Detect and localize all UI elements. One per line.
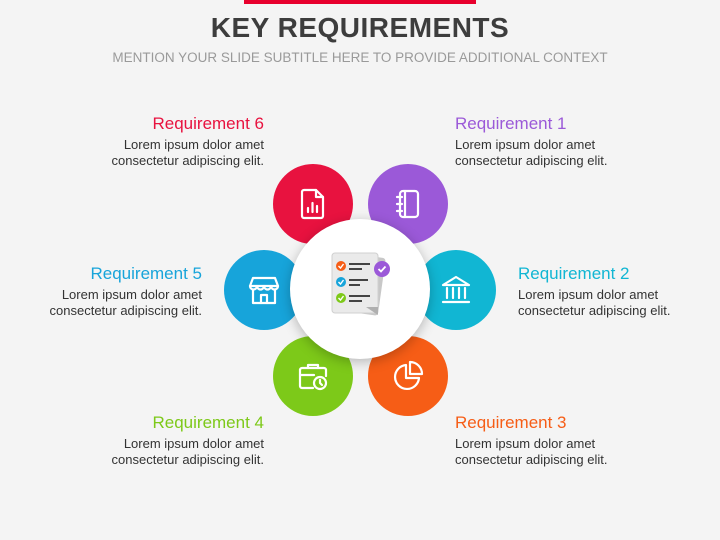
top-accent-bar	[244, 0, 476, 4]
requirement-4-line1: Lorem ipsum dolor amet	[123, 436, 264, 451]
requirement-5-title: Requirement 5	[90, 264, 202, 283]
slide-subtitle: MENTION YOUR SLIDE SUBTITLE HERE TO PROV…	[112, 50, 608, 65]
briefcase-clock-icon	[298, 363, 328, 391]
checklist-icon	[331, 252, 390, 316]
requirement-1-text: Requirement 1 Lorem ipsum dolor amet con…	[455, 114, 705, 169]
slide-title: KEY REQUIREMENTS	[210, 12, 510, 43]
requirement-1-title: Requirement 1	[455, 114, 567, 133]
requirement-3-line1: Lorem ipsum dolor amet	[455, 436, 596, 451]
requirement-5-line2: consectetur adipiscing elit.	[49, 303, 202, 318]
notebook-icon	[395, 189, 420, 219]
requirement-4-line2: consectetur adipiscing elit.	[111, 452, 264, 467]
store-icon	[248, 276, 280, 305]
requirement-4-text: Requirement 4 Lorem ipsum dolor amet con…	[14, 413, 264, 468]
requirement-3-line2: consectetur adipiscing elit.	[455, 452, 608, 467]
center-hub	[290, 219, 430, 359]
requirement-3-title: Requirement 3	[455, 413, 567, 432]
requirement-2-text: Requirement 2 Lorem ipsum dolor amet con…	[518, 264, 720, 319]
requirement-6-text: Requirement 6 Lorem ipsum dolor amet con…	[14, 114, 264, 169]
requirement-1-line2: consectetur adipiscing elit.	[455, 153, 608, 168]
requirement-1-line1: Lorem ipsum dolor amet	[455, 137, 596, 152]
requirement-2-title: Requirement 2	[518, 264, 630, 283]
requirement-6-circle	[273, 164, 353, 244]
requirement-2-line2: consectetur adipiscing elit.	[518, 303, 671, 318]
requirement-6-line2: consectetur adipiscing elit.	[111, 153, 264, 168]
requirement-4-title: Requirement 4	[152, 413, 264, 432]
requirement-5-text: Requirement 5 Lorem ipsum dolor amet con…	[0, 264, 202, 319]
requirement-5-line1: Lorem ipsum dolor amet	[61, 287, 202, 302]
document-chart-icon	[300, 188, 325, 220]
pie-chart-icon	[393, 360, 424, 391]
bank-icon	[441, 275, 471, 304]
requirement-6-title: Requirement 6	[152, 114, 264, 133]
requirement-2-line1: Lorem ipsum dolor amet	[518, 287, 659, 302]
requirement-6-line1: Lorem ipsum dolor amet	[123, 137, 264, 152]
requirement-3-text: Requirement 3 Lorem ipsum dolor amet con…	[455, 413, 705, 468]
